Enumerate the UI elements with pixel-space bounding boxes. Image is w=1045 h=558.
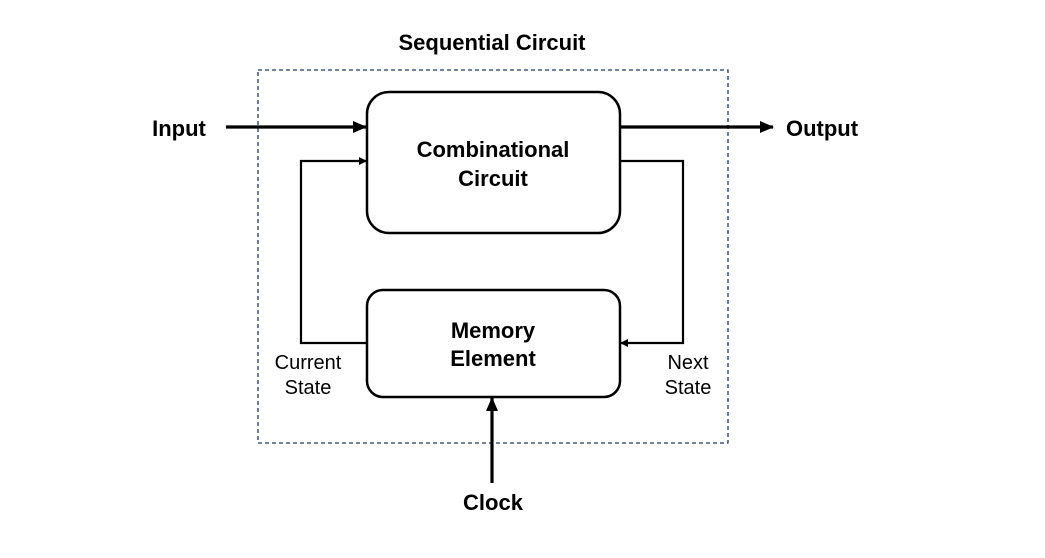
current-state-label-line1: Current (275, 352, 342, 374)
memory-block-label-line2: Element (450, 346, 536, 371)
output-label: Output (786, 116, 859, 141)
memory-block-label-line1: Memory (451, 318, 536, 343)
current-state-feedback-arrow (299, 157, 367, 345)
current-state-label-line2: State (285, 377, 332, 399)
next-state-label-line1: Next (667, 352, 709, 374)
combinational-block-label-line2: Circuit (458, 166, 528, 191)
input-label: Input (152, 116, 206, 141)
next-state-label-line2: State (665, 377, 712, 399)
memory-element-block (365, 288, 622, 399)
clock-label: Clock (463, 490, 524, 515)
combinational-block-label-line1: Combinational (417, 137, 570, 162)
next-state-feedback-arrow (620, 159, 685, 347)
diagram-title: Sequential Circuit (398, 30, 586, 55)
combinational-circuit-block (365, 90, 622, 235)
